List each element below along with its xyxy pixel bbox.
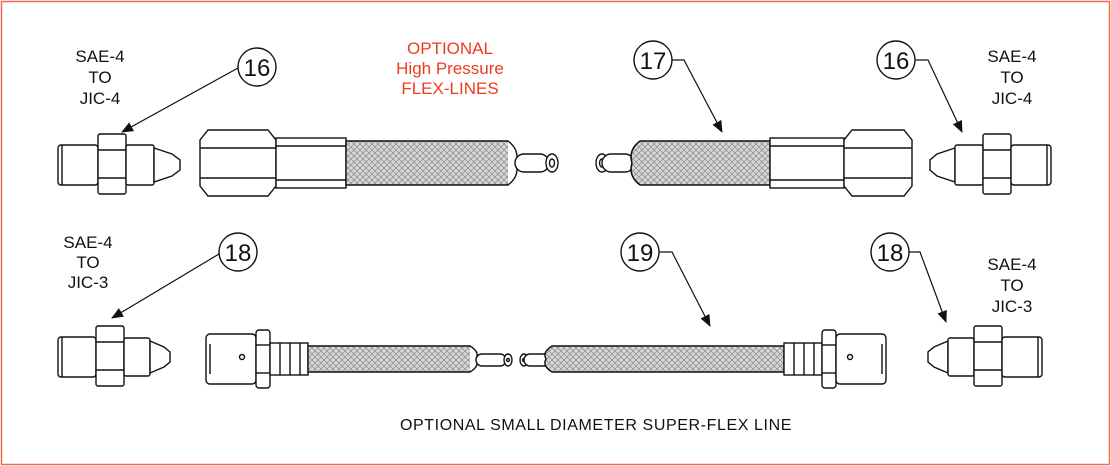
top-right-label-line1: SAE-4 [987,47,1036,66]
bottom-right-adapter-fitting [927,325,1043,387]
top-left-label-line3: JIC-4 [80,89,121,108]
bottom-left-label-line1: SAE-4 [63,233,112,252]
bottom-right-label-line2: TO [1000,276,1023,295]
bottom-right-label-line3: JIC-3 [992,297,1033,316]
callout-16-right: 16 [876,40,963,133]
callout-17: 17 [633,40,723,133]
optional-title-line3: FLEX-LINES [401,79,498,98]
bottom-left-adapter-fitting [57,325,171,387]
bottom-left-label: SAE-4 TO JIC-3 [63,233,112,292]
top-right-label-line3: JIC-4 [992,89,1033,108]
callout-18-left-number: 18 [225,240,252,267]
top-right-label-line2: TO [1000,68,1023,87]
bottom-right-label: SAE-4 TO JIC-3 [987,255,1036,316]
top-right-label: SAE-4 TO JIC-4 [987,47,1036,108]
bottom-hose-right-section [519,329,887,389]
callout-19-number: 19 [627,240,654,267]
callout-16-right-number: 16 [883,48,910,75]
top-right-adapter-fitting [929,133,1052,195]
bottom-caption: OPTIONAL SMALL DIAMETER SUPER-FLEX LINE [400,417,792,434]
optional-title: OPTIONAL High Pressure FLEX-LINES [396,39,504,98]
callout-18-right-number: 18 [877,240,904,267]
top-left-label-line1: SAE-4 [75,47,124,66]
callout-18-right: 18 [870,232,947,323]
bottom-left-label-line2: TO [76,253,99,272]
top-hose-left-section [199,129,559,197]
top-hose-right-section [595,129,913,197]
callout-16-left-number: 16 [244,55,271,82]
bottom-right-label-line1: SAE-4 [987,255,1036,274]
callout-18-left: 18 [111,232,258,319]
top-left-label: SAE-4 TO JIC-4 [75,47,124,108]
optional-title-line1: OPTIONAL [407,39,493,58]
top-left-label-line2: TO [88,68,111,87]
top-left-adapter-fitting [57,133,181,195]
optional-title-line2: High Pressure [396,59,504,78]
bottom-hose-left-section [205,329,513,389]
callout-17-number: 17 [640,48,667,75]
callout-19: 19 [620,232,711,327]
callout-16-left: 16 [121,47,277,133]
bottom-left-label-line3: JIC-3 [68,273,109,292]
